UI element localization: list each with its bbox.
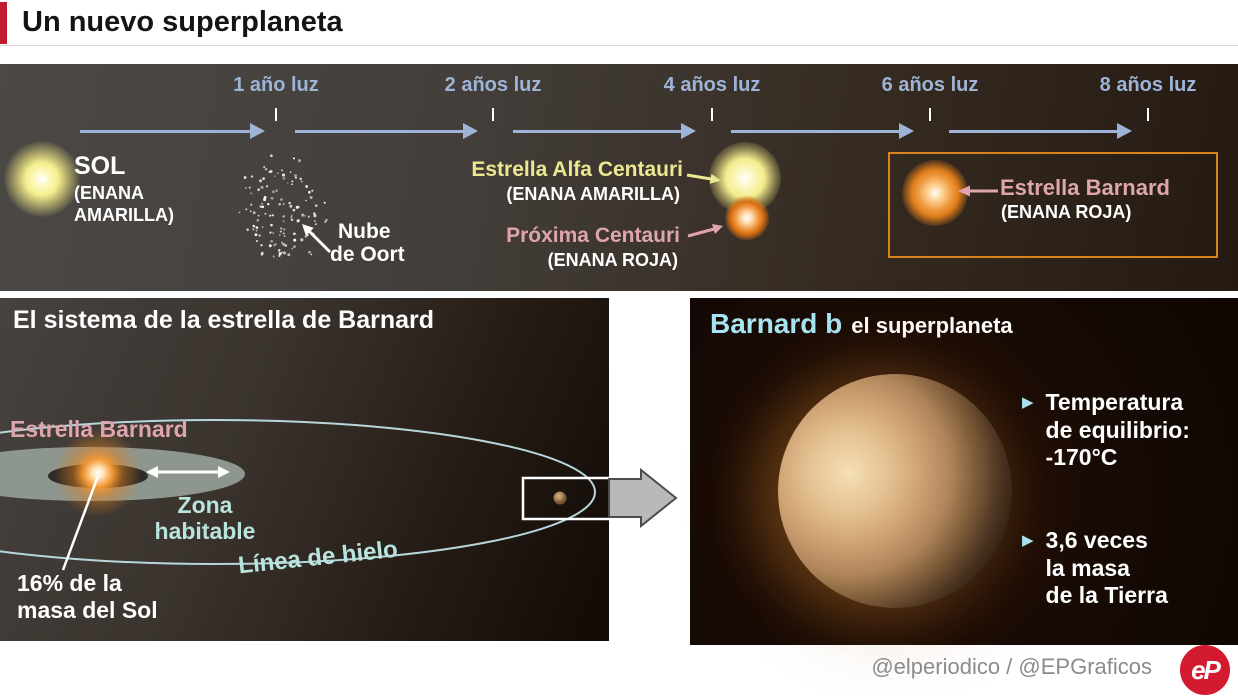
accent-bar xyxy=(0,2,7,44)
scale-arrow-icon xyxy=(949,123,1132,139)
sun-label: SOL xyxy=(74,152,126,180)
barnard-highlight-box: Estrella Barnard (ENANA ROJA) xyxy=(888,152,1218,258)
barnard-star-icon xyxy=(902,160,968,226)
planet-image xyxy=(778,374,1012,608)
bullet-triangle-icon: ▶ xyxy=(1022,394,1034,411)
habitable-zone-arrow-icon xyxy=(146,466,230,478)
bullet-triangle-icon: ▶ xyxy=(1022,532,1034,549)
barnard-b-panel: Barnard b el superplaneta ▶ Temperatura … xyxy=(690,298,1238,645)
scale-arrow-icon xyxy=(80,123,265,139)
scale-tick-mark xyxy=(275,108,277,121)
proxima-centauri-label: Próxima Centauri xyxy=(506,224,680,247)
scale-tick-label: 1 año luz xyxy=(233,74,319,96)
page-title: Un nuevo superplaneta xyxy=(22,6,343,38)
ep-logo: eP xyxy=(1180,645,1230,695)
distance-scale-panel: 1 año luz 2 años luz 4 años luz 6 años l… xyxy=(0,64,1238,291)
star-mass-label: 16% de la masa del Sol xyxy=(17,570,158,623)
barnard-star-glow-icon xyxy=(54,429,142,517)
alfa-centauri-label: Estrella Alfa Centauri xyxy=(471,158,683,181)
scale-arrow-icon xyxy=(513,123,696,139)
social-credits: @elperiodico / @EPGraficos xyxy=(871,654,1152,679)
proxima-centauri-type-label: (ENANA ROJA) xyxy=(547,250,678,270)
scale-tick-label: 4 años luz xyxy=(663,74,761,96)
ice-line-orbit xyxy=(0,419,596,565)
barnard-star-type-label: (ENANA ROJA) xyxy=(1001,202,1132,222)
mass-pointer-line xyxy=(61,475,100,571)
planet-dot-icon xyxy=(553,491,567,505)
barnard-system-panel: El sistema de la estrella de Barnard xyxy=(0,298,609,641)
scale-arrow-icon xyxy=(731,123,914,139)
scale-tick-label: 2 años luz xyxy=(444,74,542,96)
zoom-focus-rect xyxy=(521,476,609,521)
fact-mass: ▶ 3,6 veces la masa de la Tierra xyxy=(1022,527,1168,608)
alfa-centauri-type-label: (ENANA AMARILLA) xyxy=(506,184,680,204)
scale-arrow-icon xyxy=(295,123,478,139)
sun-type-label: (ENANA AMARILLA) xyxy=(74,183,174,225)
system-panel-title: El sistema de la estrella de Barnard xyxy=(13,306,435,334)
habitable-zone-label: Zona habitable xyxy=(154,492,256,544)
orbit-diagram xyxy=(0,419,609,571)
oort-cloud-label: Nube de Oort xyxy=(330,220,405,266)
scale-tick-mark xyxy=(711,108,713,121)
barnard-star-label: Estrella Barnard xyxy=(1000,175,1170,200)
planet-panel-title: Barnard b el superplaneta xyxy=(710,308,1013,340)
proxima-pointer-arrow-icon xyxy=(687,224,723,238)
scale-tick-label: 8 años luz xyxy=(1099,74,1197,96)
planet-name: Barnard b xyxy=(710,308,843,339)
header-divider xyxy=(0,45,1238,46)
fact-temperature: ▶ Temperatura de equilibrio: -170°C xyxy=(1022,389,1190,470)
scale-tick-label: 6 años luz xyxy=(881,74,979,96)
system-star-label: Estrella Barnard xyxy=(10,416,188,442)
planet-subtitle: el superplaneta xyxy=(851,313,1013,338)
zoom-transfer-arrow-icon xyxy=(608,467,678,529)
sun-star-icon xyxy=(4,141,80,217)
proxima-centauri-star-icon xyxy=(725,196,769,240)
scale-tick-mark xyxy=(492,108,494,121)
scale-tick-mark xyxy=(1147,108,1149,121)
scale-tick-mark xyxy=(929,108,931,121)
oort-cloud-dots-icon xyxy=(238,154,328,258)
